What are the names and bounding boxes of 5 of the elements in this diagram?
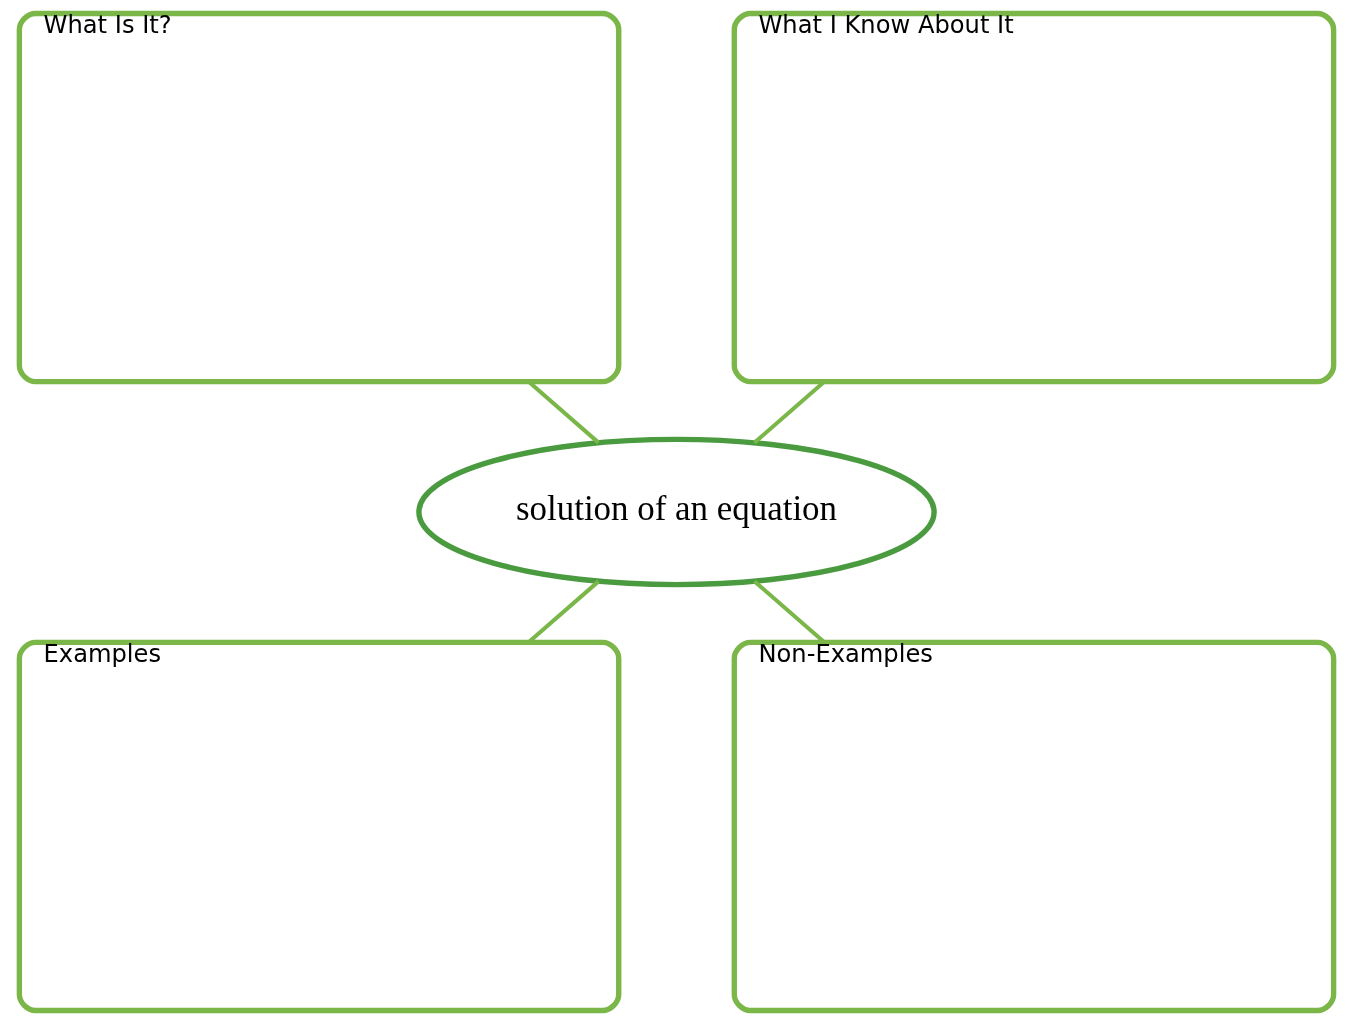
- node-ellipse: solution of an equation: [416, 436, 937, 588]
- node-box: Examples: [16, 639, 622, 1014]
- node-box: What I Know About It: [731, 10, 1337, 385]
- node-box: Non-Examples: [731, 639, 1337, 1014]
- node-box: What Is It?: [16, 10, 622, 385]
